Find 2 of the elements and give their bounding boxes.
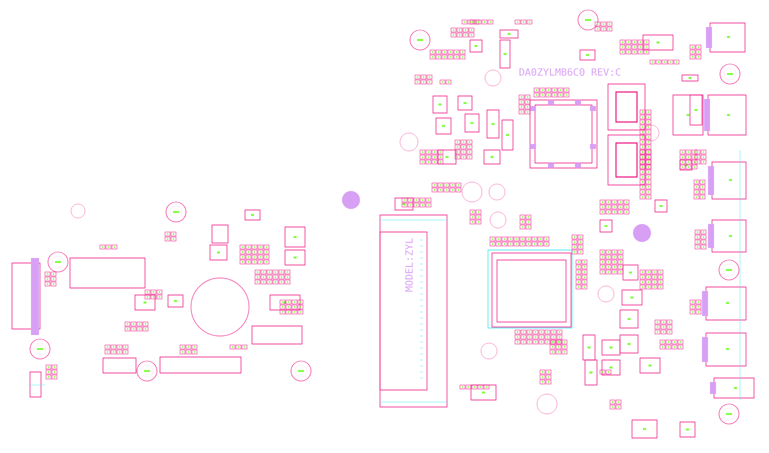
board-label: MODEL:ZYL bbox=[405, 238, 413, 292]
board-label: DA0ZYLMB6C0 REV:C bbox=[520, 68, 620, 76]
